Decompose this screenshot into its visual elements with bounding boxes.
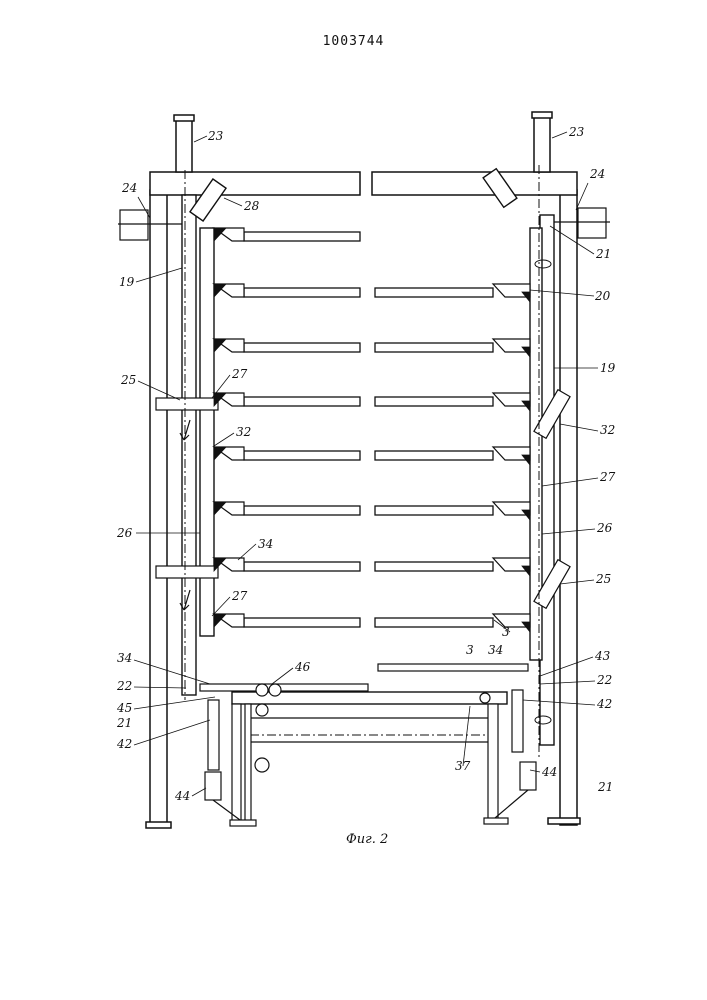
- label-21-right: 21: [597, 780, 613, 794]
- label-26-right: 26: [596, 521, 613, 535]
- figure-caption: Фиг. 2: [346, 832, 388, 847]
- label-34-left: 34: [117, 651, 132, 665]
- left-post-foot: [146, 822, 171, 828]
- shelf-left-6: [214, 502, 360, 515]
- right-support-leg: [488, 704, 498, 820]
- label-32-left: 32: [236, 425, 251, 439]
- label-21-left: 21: [116, 716, 132, 730]
- left-clamp-25-upper: [156, 398, 218, 410]
- label-24-right: 24: [589, 167, 605, 181]
- right-side-bracket: [578, 208, 606, 238]
- shelf-right-3: [375, 393, 530, 411]
- left-clamp-25-lower: [156, 566, 218, 578]
- left-cylinder-42: [208, 700, 219, 770]
- label-27-right: 27: [599, 470, 616, 484]
- bottom-plate-right: [378, 664, 528, 671]
- label-23-left: 23: [207, 129, 224, 143]
- label-3-lower: 3: [466, 643, 474, 657]
- left-top-cylinder-cap: [174, 115, 194, 121]
- shelf-left-5: [214, 447, 360, 460]
- right-post-foot: [548, 818, 580, 824]
- label-34-right: 34: [488, 643, 503, 657]
- label-42-right: 42: [596, 697, 612, 711]
- label-28: 28: [243, 199, 260, 213]
- right-top-cylinder: [534, 117, 550, 172]
- label-45: 45: [116, 701, 132, 715]
- left-support-leg-a: [232, 704, 241, 822]
- label-46: 46: [294, 660, 311, 674]
- label-34-upper: 34: [258, 537, 273, 551]
- label-43: 43: [594, 649, 611, 663]
- shelf-left-2: [214, 284, 360, 297]
- label-42-left: 42: [116, 737, 132, 751]
- label-27-upper: 27: [231, 367, 248, 381]
- label-19-left: 19: [119, 275, 135, 289]
- label-37: 37: [455, 759, 471, 773]
- label-26-left: 26: [116, 526, 133, 540]
- label-22-left: 22: [116, 679, 132, 693]
- label-24-left: 24: [121, 181, 137, 195]
- label-25-left: 25: [120, 373, 136, 387]
- label-44-left: 44: [174, 789, 190, 803]
- shelf-stack: [214, 228, 530, 632]
- shelf-right-2: [375, 339, 530, 357]
- shelf-left-3: [214, 339, 360, 352]
- shelf-left-4: [214, 393, 360, 406]
- right-main-post: [560, 190, 577, 825]
- label-27-lower: 27: [231, 589, 248, 603]
- bottom-plate-left: [200, 684, 368, 691]
- shelf-right-6: [375, 558, 530, 576]
- right-top-cylinder-cap: [532, 112, 552, 118]
- top-crossbeam-left: [150, 172, 360, 195]
- shelf-left-7: [214, 558, 360, 571]
- left-main-post: [150, 190, 167, 825]
- label-20: 20: [594, 289, 611, 303]
- shelf-left-8: [214, 614, 360, 627]
- top-crossbeam-right: [372, 172, 577, 195]
- label-25-right: 25: [595, 572, 611, 586]
- frame-structure: [118, 112, 610, 828]
- left-actuator-44: [205, 772, 221, 800]
- shelf-right-4: [375, 447, 530, 465]
- bottom-conveyor-assembly: [200, 664, 536, 826]
- left-side-bracket: [120, 210, 148, 240]
- left-support-leg-b: [245, 704, 251, 822]
- label-22-right: 22: [596, 673, 612, 687]
- label-32-right: 32: [600, 423, 615, 437]
- label-19-right: 19: [600, 361, 616, 375]
- right-actuator-44: [520, 762, 536, 790]
- left-top-cylinder: [176, 120, 192, 172]
- label-44-right: 44: [541, 765, 557, 779]
- shelf-right-1: [375, 284, 530, 302]
- shelf-right-5: [375, 502, 530, 520]
- left-column-19: [182, 195, 196, 695]
- shelf-left-1: [214, 228, 360, 241]
- label-23-right: 23: [568, 125, 585, 139]
- label-21-top: 21: [595, 247, 611, 261]
- right-cylinder-42: [512, 690, 523, 752]
